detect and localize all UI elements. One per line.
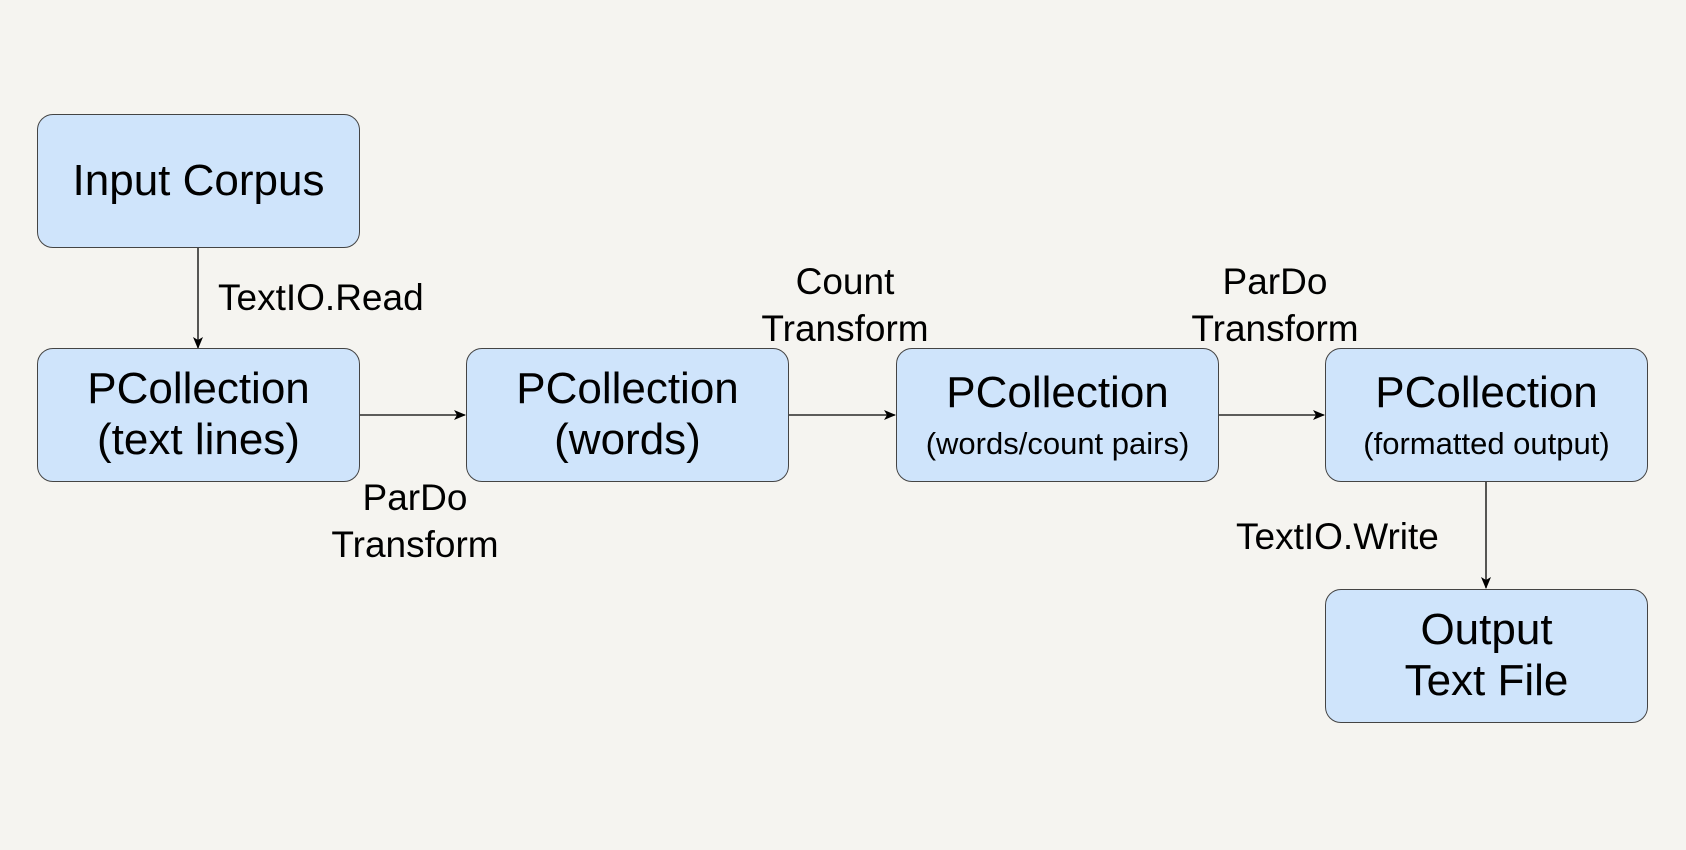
node-title: Output <box>1420 605 1553 655</box>
node-pcollection-text-lines[interactable]: PCollection (text lines) <box>37 348 360 482</box>
edge-label-write: TextIO.Write <box>1236 513 1439 560</box>
node-title: PCollection <box>516 364 739 414</box>
edge-label-read-text: TextIO.Read <box>218 277 424 318</box>
node-pcollection-words[interactable]: PCollection (words) <box>466 348 789 482</box>
node-title: PCollection <box>87 364 310 414</box>
edge-label-line2: Transform <box>761 308 929 350</box>
node-title: PCollection <box>946 367 1169 417</box>
edge-label-write-text: TextIO.Write <box>1236 516 1439 557</box>
edge-label-pardo2: ParDo Transform <box>1183 258 1367 353</box>
node-title: PCollection <box>1375 367 1598 417</box>
node-subtitle: (text lines) <box>97 415 300 464</box>
node-subtitle: Text File <box>1404 656 1569 705</box>
edge-label-line1: Count <box>795 261 895 302</box>
edge-label-line2: Transform <box>1191 308 1359 350</box>
node-input-corpus-label: Input Corpus <box>72 155 325 205</box>
edge-label-pardo1: ParDo Transform <box>323 474 507 569</box>
node-input-corpus[interactable]: Input Corpus <box>37 114 360 248</box>
node-pcollection-formatted[interactable]: PCollection (formatted output) <box>1325 348 1648 482</box>
node-subtitle: (formatted output) <box>1363 426 1610 462</box>
edge-label-read: TextIO.Read <box>218 274 424 321</box>
node-pcollection-word-counts[interactable]: PCollection (words/count pairs) <box>896 348 1219 482</box>
edge-label-count: Count Transform <box>753 258 937 353</box>
edge-label-line2: Transform <box>331 524 499 566</box>
edge-label-line1: ParDo <box>1222 261 1328 302</box>
node-subtitle: (words) <box>554 415 701 464</box>
node-subtitle: (words/count pairs) <box>925 426 1190 462</box>
edge-label-line1: ParDo <box>362 477 468 518</box>
node-output-text-file[interactable]: Output Text File <box>1325 589 1648 723</box>
